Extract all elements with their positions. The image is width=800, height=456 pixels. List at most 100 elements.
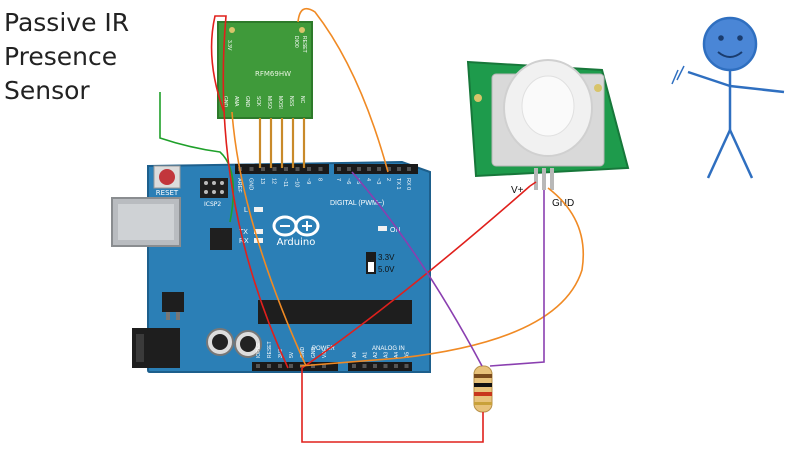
led-tx-label: TX <box>239 229 248 236</box>
diagram-title: Passive IR Presence Sensor <box>4 6 129 108</box>
analog-pin-hole <box>373 364 377 368</box>
digital-pin-label: ~5 <box>355 178 361 184</box>
capacitors <box>206 328 262 358</box>
switch-5v0-label: 5.0V <box>378 265 395 274</box>
person-stick-figure <box>671 16 785 179</box>
arduino-logo: Arduino <box>272 215 320 248</box>
analog-pin-label: A2 <box>373 352 379 358</box>
power-pin-label: GND <box>311 347 317 359</box>
digital-pin-label: ~10 <box>294 178 300 187</box>
pir-sensor: V+ GND <box>466 59 630 209</box>
digital-pin-hole <box>318 167 323 171</box>
on-label: ON <box>390 227 401 234</box>
radio-pin-label: MOSI <box>277 96 283 109</box>
switch-3v3-label: 3.3V <box>378 253 395 262</box>
digital-pin-label: ~11 <box>282 178 288 187</box>
radio-pin-label: NC <box>299 96 305 104</box>
power-pin-hole <box>322 364 326 368</box>
digital-label: DIGITAL (PWM~) <box>330 200 384 207</box>
analog-pin-label: A3 <box>384 352 390 358</box>
power-pin-hole <box>256 364 260 368</box>
digital-pin-label: 13 <box>259 178 265 184</box>
power-pin-label: VIN <box>322 349 328 358</box>
power-pin-label: RESET <box>267 341 273 358</box>
radio-pin-label: MISO <box>266 96 272 109</box>
voltage-switch: 3.3V 5.0V <box>366 252 395 274</box>
radio-pin-label: ANA <box>233 96 239 107</box>
power-pin-label: 5V <box>289 351 295 358</box>
radio-bottom-pin-labels: GND ANA GND SCK MISO MOSI NSS NC <box>222 96 305 109</box>
radio-pin-label: SCK <box>255 96 261 107</box>
arduino-brand: Arduino <box>277 237 316 248</box>
usb-chip <box>210 228 232 250</box>
digital-pin-hole <box>307 167 311 171</box>
on-led <box>378 226 387 231</box>
digital-pin-hole <box>295 167 300 171</box>
digital-pin-label: GND <box>248 178 254 190</box>
icsp2-label: ICSP2 <box>204 201 221 208</box>
arduino-board: RESET ICSP2 L TX RX Arduino <box>111 160 431 373</box>
digital-pin-hole <box>367 167 371 171</box>
title-line-3: Sensor <box>4 76 90 105</box>
analog-pin-label: A0 <box>352 352 358 358</box>
power-pin-hole <box>267 364 271 368</box>
digital-pin-hole <box>377 167 381 171</box>
analog-pin-hole <box>362 364 367 368</box>
digital-pin-label: 8 <box>317 178 323 181</box>
power-label: POWER <box>312 346 335 352</box>
digital-pin-hole <box>284 167 288 171</box>
radio-model-label: RFM69HW <box>255 70 291 78</box>
power-pin-label: IOREF <box>256 343 262 358</box>
digital-pin-label: ~3 <box>375 178 381 184</box>
radio-pins <box>258 118 306 168</box>
digital-pin-label: 7 <box>335 178 341 181</box>
digital-pin-hole <box>249 167 254 171</box>
wire-red-3v3 <box>210 15 289 369</box>
analog-pin-hole <box>352 364 356 368</box>
radio-pin-reset: RESET <box>301 36 307 53</box>
analog-pin-hole <box>404 364 409 368</box>
digital-pin-hole <box>387 167 391 171</box>
digital-pin-hole <box>407 167 411 171</box>
digital-pin-label: 12 <box>271 178 277 184</box>
wire-red-vplus <box>301 185 531 443</box>
power-pin-hole <box>278 364 282 368</box>
title-line-2: Presence <box>4 42 118 71</box>
analog-pin-label: A1 <box>363 352 369 358</box>
reset-button: RESET <box>153 165 181 197</box>
digital-pin-hole <box>272 167 277 171</box>
digital-pin-hole <box>261 167 265 171</box>
radio-pin-dio0: DIO0 <box>293 36 299 48</box>
analog-pin-hole <box>383 364 388 368</box>
radio-pin-label: GND <box>222 96 228 108</box>
wire-orange-gnd <box>231 111 584 367</box>
digital-pin-label: 4 <box>365 178 371 181</box>
led-l-label: L <box>244 207 248 214</box>
wire-red-vplus-lead <box>529 181 537 187</box>
digital-pin-label: AREF <box>236 178 242 193</box>
icsp2-header: ICSP2 <box>200 178 228 208</box>
analog-pin-hole <box>394 364 398 368</box>
radio-pin-label: NSS <box>288 96 294 107</box>
digital-pin-hole <box>357 167 361 171</box>
voltage-regulator <box>162 292 184 320</box>
digital-pin-label: ~6 <box>345 178 351 184</box>
digital-pin-hole <box>397 167 401 171</box>
digital-pin-label: ~9 <box>305 178 311 184</box>
digital-pin-label: 2 <box>385 178 391 181</box>
digital-pin-hole <box>347 167 351 171</box>
reset-label: RESET <box>156 189 179 197</box>
pir-gnd-label: GND <box>552 198 574 209</box>
power-pin-hole <box>289 364 293 368</box>
pir-vplus-label: V+ <box>511 185 524 196</box>
radio-pin-label: GND <box>244 96 250 108</box>
wire-orange-dio0 <box>297 7 389 173</box>
wire-purple-a <box>351 171 483 367</box>
wires <box>159 7 584 443</box>
